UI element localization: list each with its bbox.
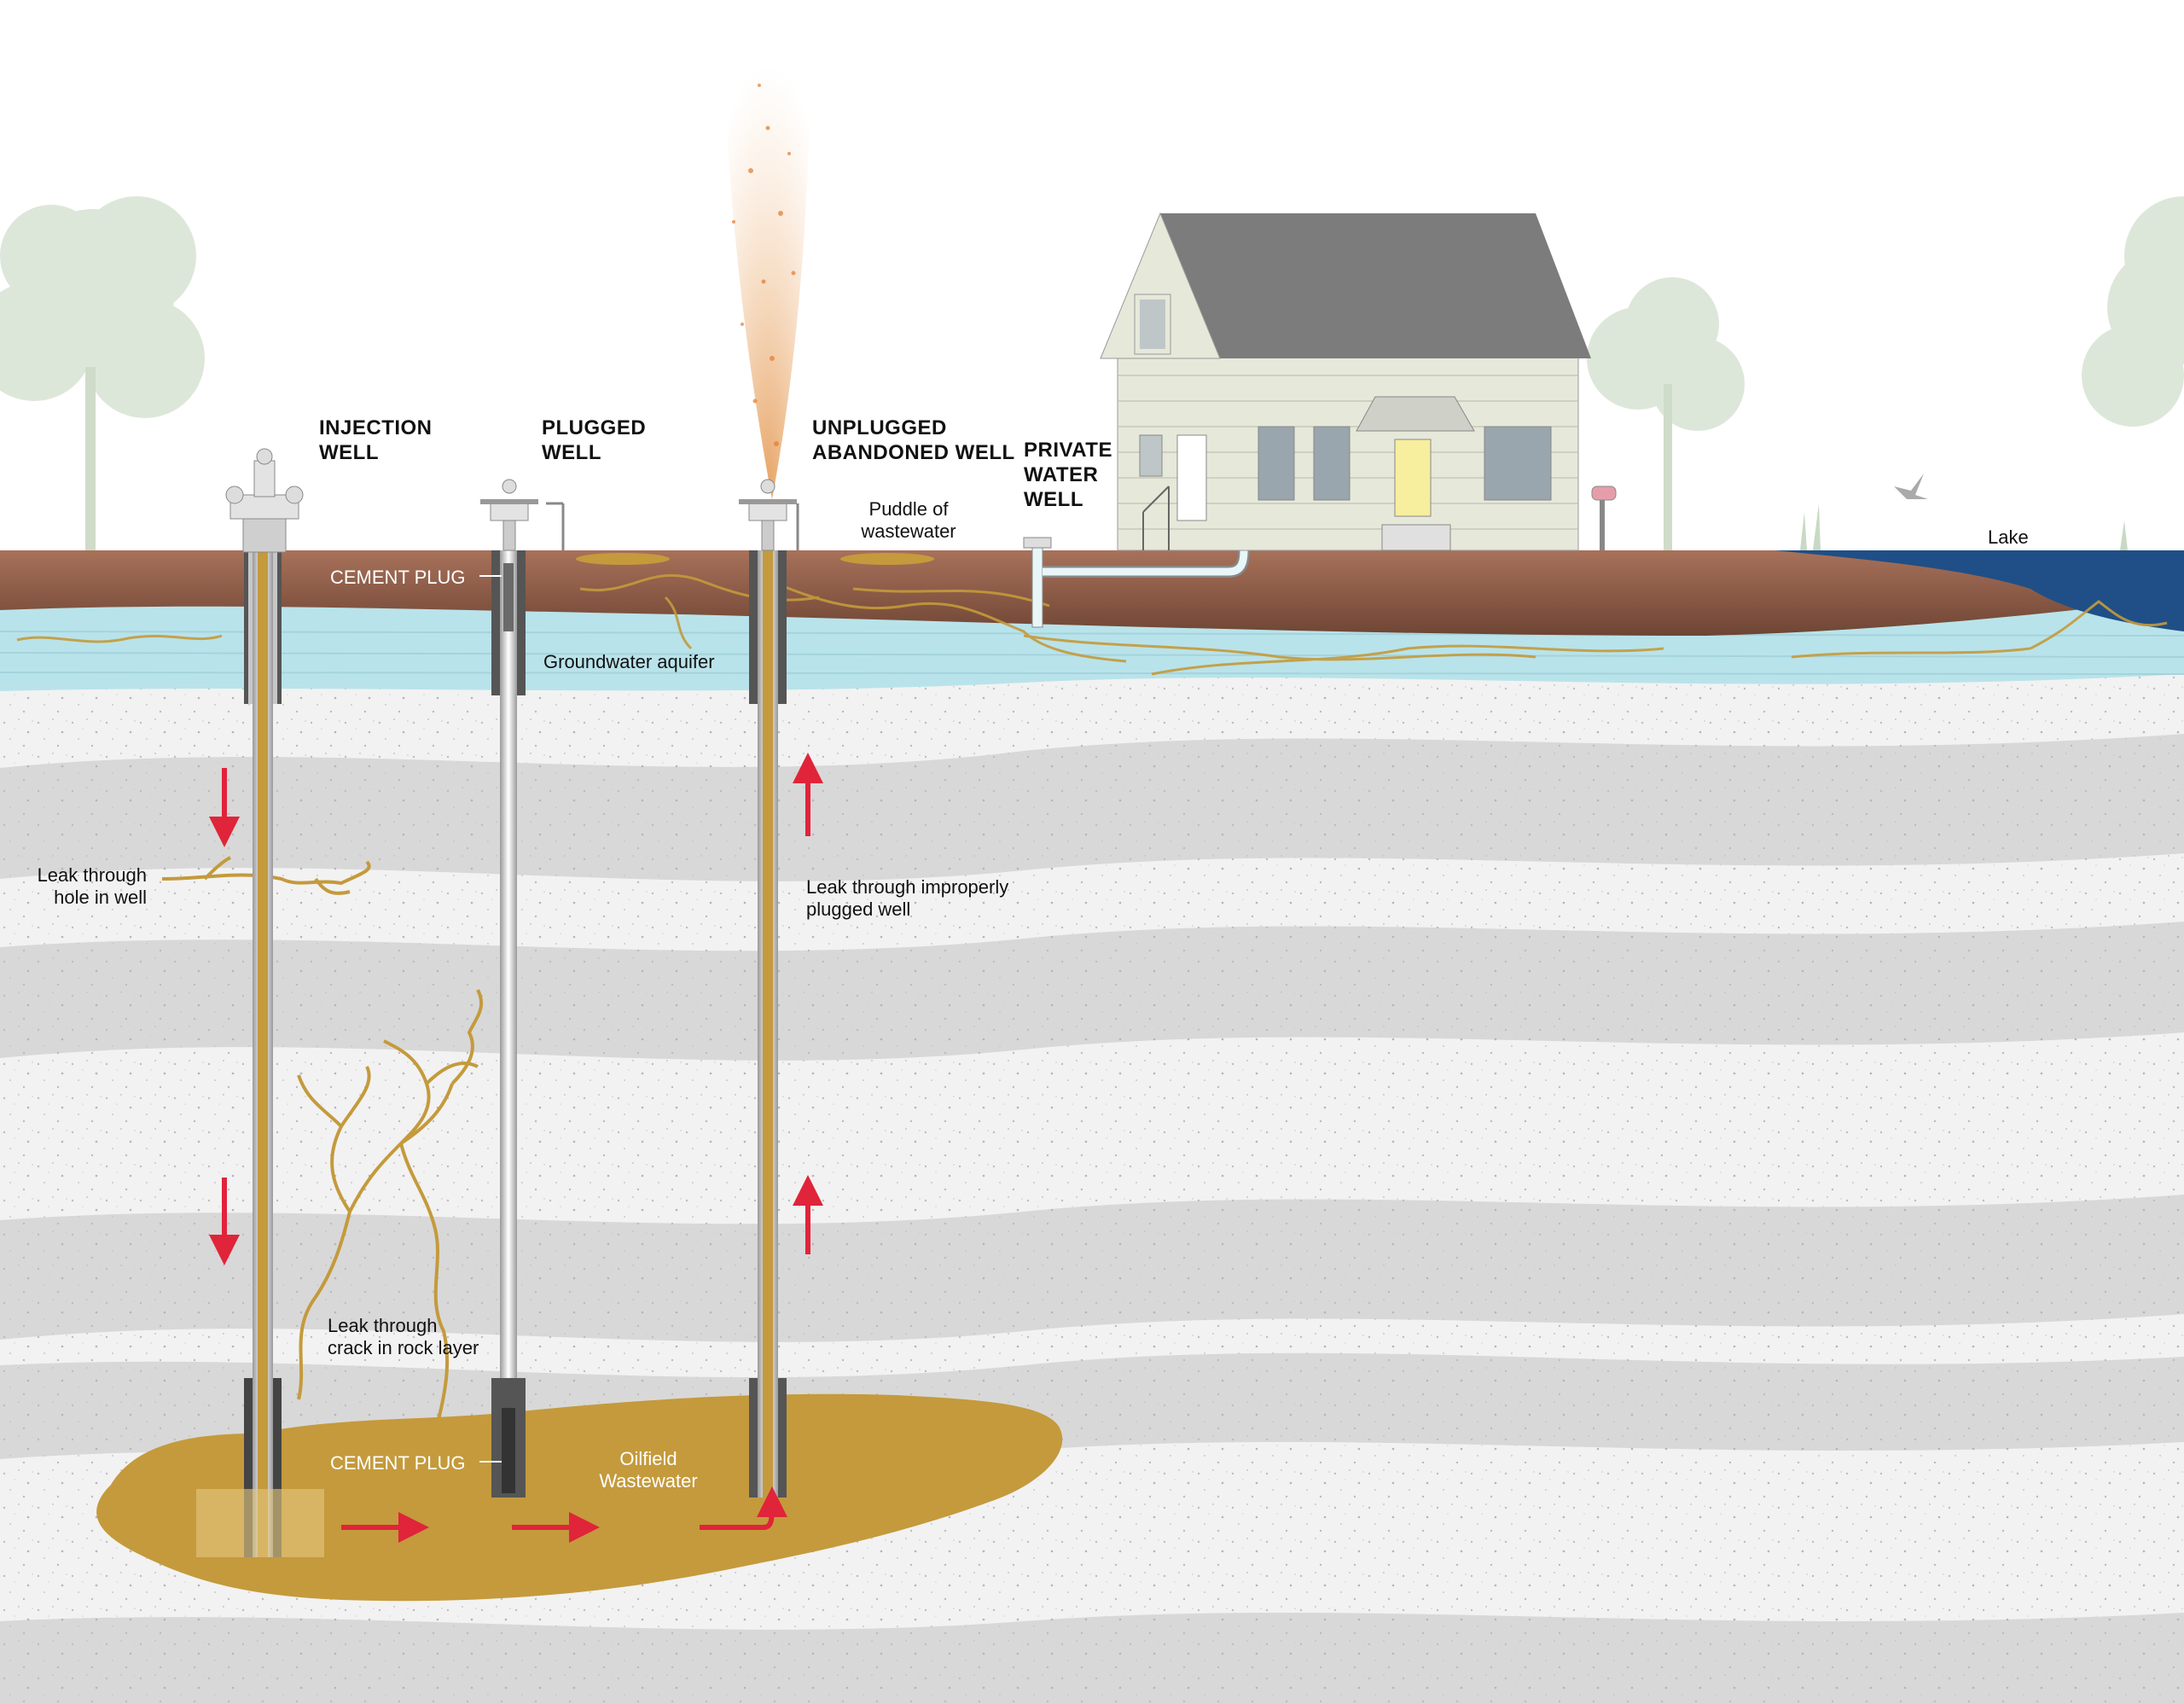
oilfield-wastewater-label: Oilfield Wastewater (599, 1448, 698, 1492)
aquifer-label: Groundwater aquifer (543, 651, 715, 672)
mailbox (1591, 486, 1617, 550)
private-water-well-label: PRIVATE WATER WELL (1024, 439, 1112, 511)
wellhead-unplugged (739, 479, 799, 551)
plugged-well-label: PLUGGED WELL (542, 416, 647, 464)
plugged-well (480, 479, 565, 1498)
lake (1774, 550, 2184, 631)
unplugged-well-label: UNPLUGGED ABANDONED WELL (812, 416, 1015, 464)
tree-left (0, 196, 205, 550)
tree-middle (1587, 277, 1745, 550)
bird (1894, 474, 1928, 499)
wastewater-spray (725, 65, 810, 499)
leak-crack-label: Leak through crack in rock layer (328, 1315, 479, 1359)
flow-arrows (209, 753, 823, 1543)
cement-plug-bottom-label: CEMENT PLUG (330, 1452, 466, 1474)
wellhead-plugged (480, 479, 565, 551)
lake-label: Lake (1988, 526, 2029, 548)
puddle-label: Puddle of wastewater (861, 498, 956, 543)
wastewater-reservoir (96, 1393, 1063, 1602)
tree-right (2082, 196, 2184, 427)
leak-improper-label: Leak through improperly plugged well (806, 876, 1009, 921)
injection-well (196, 448, 324, 1557)
cement-plug-top-label: CEMENT PLUG (330, 567, 466, 588)
house (1100, 212, 1591, 551)
unplugged-abandoned-well (739, 479, 799, 1498)
leak-hole-label: Leak through hole in well (37, 864, 147, 909)
injection-well-label: INJECTION WELL (319, 416, 433, 464)
wellhead-injection (225, 448, 304, 553)
private-water-well (1023, 537, 1250, 628)
